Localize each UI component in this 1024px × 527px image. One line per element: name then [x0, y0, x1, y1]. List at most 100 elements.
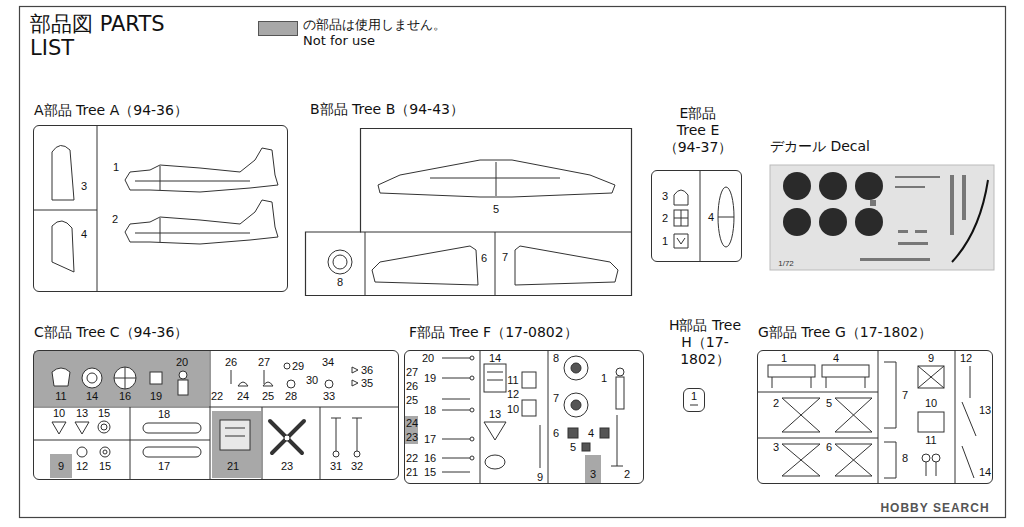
callout-number: 3 [81, 181, 87, 192]
tree-heading: F部品 Tree F（17-0802） [409, 324, 578, 341]
tree-heading: C部品 Tree C（94-36） [34, 324, 188, 341]
callout-number: 15 [99, 461, 111, 472]
callout-number: 35 [361, 378, 373, 389]
decal-sheet [770, 165, 994, 270]
sprue-outline [305, 128, 632, 296]
callout-number: 4 [708, 212, 714, 223]
callout-number: 3 [662, 191, 668, 202]
callout-number: 13 [489, 409, 501, 420]
callout-number: 22 [406, 453, 418, 464]
callout-number: 11 [925, 435, 936, 446]
callout-number: 3 [590, 469, 596, 480]
callout-number: 8 [553, 353, 559, 364]
part-shapes-f [442, 356, 698, 472]
callout-number: 2 [112, 214, 118, 225]
callout-number: 10 [507, 404, 519, 415]
callout-number: 2 [662, 213, 668, 224]
outer-frame [20, 7, 1006, 518]
callout-number: 1 [662, 236, 668, 247]
callout-number: 27 [406, 367, 418, 378]
callout-number: 32 [351, 461, 363, 472]
callout-number: 19 [150, 391, 162, 402]
callout-number: 11 [55, 391, 66, 402]
callout-number: 12 [960, 353, 972, 364]
callout-number: 8 [337, 277, 343, 288]
callout-number: 14 [489, 353, 501, 364]
sprue-outline-path [306, 129, 632, 296]
callout-number: 15 [424, 467, 436, 478]
callout-number: 1 [781, 353, 787, 364]
callout-number: 19 [424, 373, 436, 384]
sprue-tree: A部品 Tree A（94-36） [33, 125, 288, 292]
sprue-tree: デカール Decal [770, 165, 994, 270]
callout-number: 16 [424, 453, 436, 464]
callout-number: 5 [493, 204, 499, 215]
callout-number: 25 [406, 395, 418, 406]
callout-number: 4 [833, 353, 839, 364]
callout-number: 17 [158, 461, 170, 472]
callout-number: 23 [406, 432, 418, 443]
callout-number: 6 [553, 428, 559, 439]
callout-number: 27 [258, 357, 270, 368]
callout-number: 24 [237, 391, 249, 402]
callout-number: 1/72 [778, 260, 794, 268]
watermark: HOBBY SEARCH [880, 502, 989, 514]
callout-number: 6 [826, 442, 832, 453]
callout-number: 15 [98, 408, 110, 419]
callout-number: 5 [826, 398, 832, 409]
tree-heading: A部品 Tree A（94-36） [34, 102, 188, 119]
callout-number: 22 [211, 391, 223, 402]
callout-number: 7 [553, 393, 559, 404]
tree-heading: H部品 Tree H（17-1802） [663, 317, 747, 368]
callout-number: 8 [902, 453, 908, 464]
callout-number: 9 [928, 353, 934, 364]
callout-number: 1 [691, 391, 697, 402]
callout-number: 9 [537, 472, 543, 483]
tree-heading: B部品 Tree B（94-43） [310, 101, 464, 118]
page-title: 部品図 PARTS LIST [30, 12, 170, 60]
callout-number: 16 [119, 391, 131, 402]
tree-heading: G部品 Tree G（17-1802） [758, 324, 932, 341]
callout-number: 29 [292, 361, 304, 372]
callout-number: 5 [570, 442, 576, 453]
callout-number: 12 [507, 389, 519, 400]
callout-number: 7 [902, 390, 908, 401]
callout-number: 9 [58, 461, 64, 472]
callout-number: 24 [406, 418, 418, 429]
callout-number: 2 [624, 469, 630, 480]
callout-number: 28 [285, 391, 297, 402]
callout-number: 13 [76, 408, 88, 419]
callout-number: 26 [225, 357, 237, 368]
callout-number: 17 [424, 434, 436, 445]
part-shapes-c [52, 363, 362, 457]
callout-number: 1 [113, 162, 119, 173]
callout-number: 31 [330, 461, 342, 472]
callout-number: 18 [424, 405, 436, 416]
callout-number: 12 [76, 461, 88, 472]
callout-number: 2 [773, 398, 779, 409]
tree-heading: E部品 Tree E（94-37） [663, 105, 733, 156]
callout-number: 21 [406, 467, 418, 478]
callout-number: 14 [86, 391, 98, 402]
sprue-tree: G部品 Tree G（17-1802） [757, 350, 993, 484]
callout-number: 33 [323, 391, 335, 402]
part-shapes-g [768, 362, 976, 478]
callout-number: 34 [322, 357, 334, 368]
tree-heading: デカール Decal [770, 138, 870, 155]
callout-number: 4 [588, 428, 594, 439]
not-for-use-shading [34, 351, 601, 483]
callout-number: 36 [361, 365, 373, 376]
callout-number: 30 [306, 375, 318, 386]
callout-number: 13 [979, 405, 991, 416]
callout-number: 11 [507, 375, 518, 386]
callout-number: 23 [281, 461, 293, 472]
sprue-tree: F部品 Tree F（17-0802） [404, 350, 644, 484]
callout-number: 7 [502, 252, 508, 263]
callout-number: 25 [262, 391, 274, 402]
callout-number: 26 [406, 381, 418, 392]
callout-number: 4 [81, 229, 87, 240]
callout-number: 20 [422, 353, 434, 364]
callout-number: 18 [158, 409, 170, 420]
callout-number: 21 [227, 461, 239, 472]
